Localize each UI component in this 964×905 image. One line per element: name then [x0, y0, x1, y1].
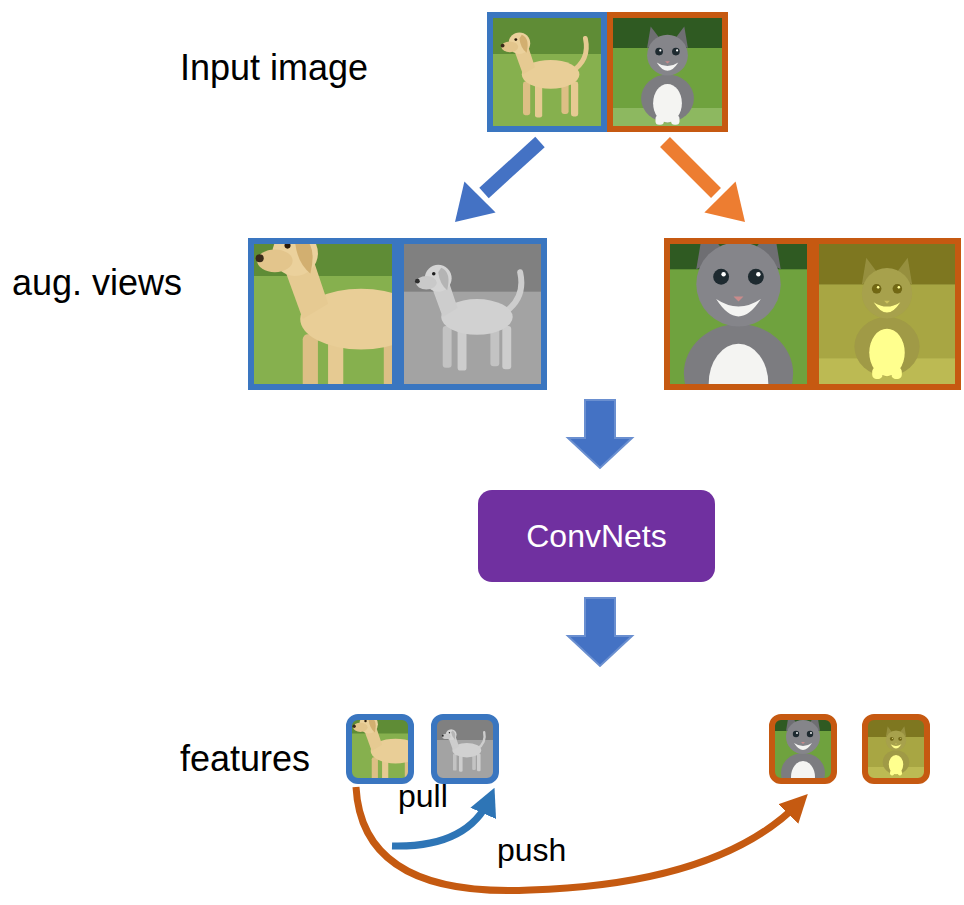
- cat-yellow-view: [813, 240, 961, 388]
- illustration-part: [753, 701, 853, 801]
- orange-frame: [816, 241, 958, 387]
- cat-photo: [608, 12, 728, 132]
- illustration-part: [398, 240, 547, 389]
- down-arrow: [568, 400, 632, 468]
- blue-feature-frame: [434, 717, 496, 781]
- orange-feature-frame: [865, 717, 927, 781]
- down-arrow: [568, 598, 632, 666]
- illustration-part: [608, 12, 728, 132]
- blue-frame: [490, 15, 604, 129]
- illustration-part: [813, 240, 961, 388]
- blue-frame: [401, 241, 544, 387]
- blue-frame: [251, 241, 395, 387]
- network-box: ConvNets: [478, 490, 715, 582]
- feature-thumb: [753, 701, 853, 801]
- stage-label: Input image: [180, 47, 368, 88]
- dog-photo: [487, 12, 607, 132]
- stage-label: features: [180, 738, 310, 779]
- illustration-part: [435, 719, 495, 779]
- feature-thumb: [435, 719, 495, 779]
- split-arrow: [484, 142, 540, 193]
- illustration-part: [866, 719, 926, 779]
- feature-thumb: [866, 719, 926, 779]
- box-text: ConvNets: [526, 518, 667, 555]
- illustration-part: [435, 719, 495, 779]
- illustration-part: [398, 240, 547, 389]
- blue-feature-frame: [349, 717, 411, 781]
- dog-gray-view: [398, 240, 547, 389]
- arrow-label: push: [497, 832, 566, 869]
- illustration-part: [866, 719, 926, 779]
- illustration-part: [813, 240, 961, 388]
- arrowhead: [704, 181, 745, 222]
- split-arrow: [665, 142, 716, 193]
- arrow-label: pull: [398, 778, 448, 815]
- orange-frame: [667, 241, 810, 387]
- orange-frame: [610, 15, 725, 129]
- orange-feature-frame: [772, 717, 834, 781]
- arrowhead: [455, 181, 496, 222]
- illustration-part: [487, 12, 607, 132]
- stage-label: aug. views: [12, 262, 182, 303]
